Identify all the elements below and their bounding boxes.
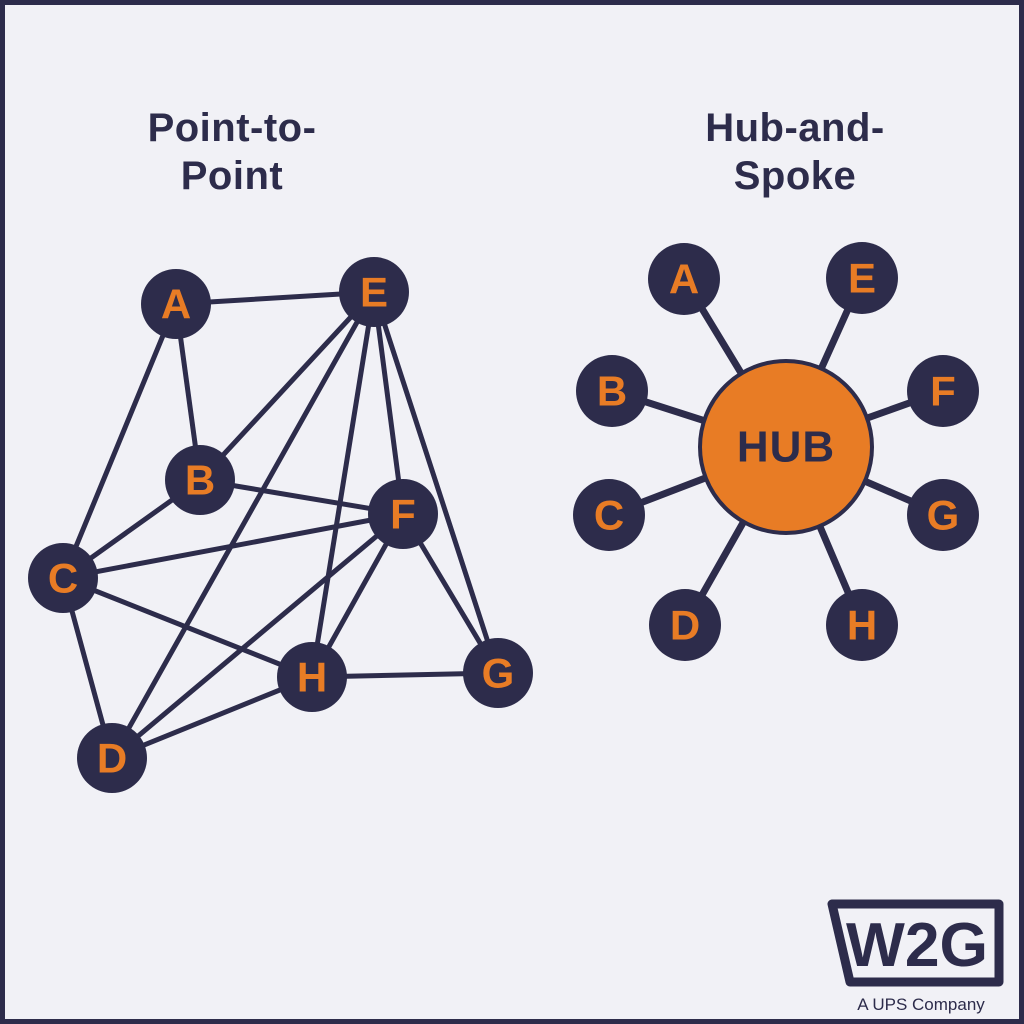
point-to-point-title-line2: Point <box>180 154 284 198</box>
hub-node-circle-B <box>576 355 648 427</box>
hub-node-G: G <box>907 479 979 551</box>
hub-node-label-G: G <box>927 492 960 539</box>
hub-node-circle-E <box>826 242 898 314</box>
p2p-node-label-F: F <box>390 491 416 538</box>
p2p-node-label-E: E <box>360 269 388 316</box>
link-D-E <box>109 289 377 761</box>
p2p-node-label-C: C <box>48 555 78 602</box>
p2p-node-label-G: G <box>482 650 515 697</box>
p2p-node-E: E <box>339 257 409 327</box>
hub-node-A: A <box>648 243 720 315</box>
p2p-node-circle-H <box>277 642 347 712</box>
hub-node-F: F <box>907 355 979 427</box>
hub-node-label-B: B <box>597 368 627 415</box>
p2p-node-label-H: H <box>297 654 327 701</box>
p2p-node-circle-D <box>77 723 147 793</box>
hub-node-circle-D <box>649 589 721 661</box>
hub-spoke-nodes: HUB A E B F C G D H <box>573 242 979 661</box>
link-D-F <box>109 511 406 761</box>
hub-node-H: H <box>826 589 898 661</box>
link-E-H <box>309 289 377 680</box>
hub-node-C: C <box>573 479 645 551</box>
p2p-node-label-D: D <box>97 735 127 782</box>
hub-and-spoke-title-line2: Spoke <box>733 154 857 198</box>
hub-node-label-A: A <box>669 256 699 303</box>
p2p-node-circle-F <box>368 479 438 549</box>
hub-and-spoke-title: Hub-and- Spoke <box>635 104 955 200</box>
p2p-node-circle-G <box>463 638 533 708</box>
hub-label: HUB <box>737 423 835 472</box>
logo-text: W2G <box>846 911 988 980</box>
hub-node-label-H: H <box>847 602 877 649</box>
hub-node-circle-C <box>573 479 645 551</box>
hub-node-circle-A <box>648 243 720 315</box>
hub-node-label-C: C <box>594 492 624 539</box>
hub-node-label-D: D <box>670 602 700 649</box>
link-A-C <box>60 301 179 581</box>
w2g-logo: W2G A UPS Company <box>827 899 1004 1014</box>
link-D-H <box>109 674 315 761</box>
hub-node-circle-F <box>907 355 979 427</box>
p2p-node-B: B <box>165 445 235 515</box>
p2p-node-circle-B <box>165 445 235 515</box>
p2p-node-circle-A <box>141 269 211 339</box>
p2p-node-D: D <box>77 723 147 793</box>
hub-node-D: D <box>649 589 721 661</box>
hub-and-spoke-title-line1: Hub-and- <box>705 106 885 150</box>
p2p-node-label-A: A <box>161 281 191 328</box>
hub-circle <box>698 359 874 535</box>
point-to-point-nodes: A B C D E F G H <box>28 257 533 793</box>
link-E-F <box>371 289 406 517</box>
p2p-node-G: G <box>463 638 533 708</box>
logo-outline-shape <box>827 899 1004 987</box>
p2p-node-label-B: B <box>185 457 215 504</box>
hub-node-label-F: F <box>930 368 956 415</box>
p2p-node-A: A <box>141 269 211 339</box>
p2p-node-circle-E <box>339 257 409 327</box>
point-to-point-title: Point-to- Point <box>72 104 392 200</box>
logo-subtext: A UPS Company <box>857 995 985 1014</box>
p2p-node-circle-C <box>28 543 98 613</box>
p2p-node-H: H <box>277 642 347 712</box>
hub-node-circle-H <box>826 589 898 661</box>
hub-node-B: B <box>576 355 648 427</box>
p2p-node-F: F <box>368 479 438 549</box>
hub-node-E: E <box>826 242 898 314</box>
link-B-E <box>197 289 377 483</box>
point-to-point-title-line1: Point-to- <box>147 106 317 150</box>
hub-node-label-E: E <box>848 255 876 302</box>
link-E-G <box>371 289 501 676</box>
hub-node-circle-G <box>907 479 979 551</box>
p2p-node-C: C <box>28 543 98 613</box>
